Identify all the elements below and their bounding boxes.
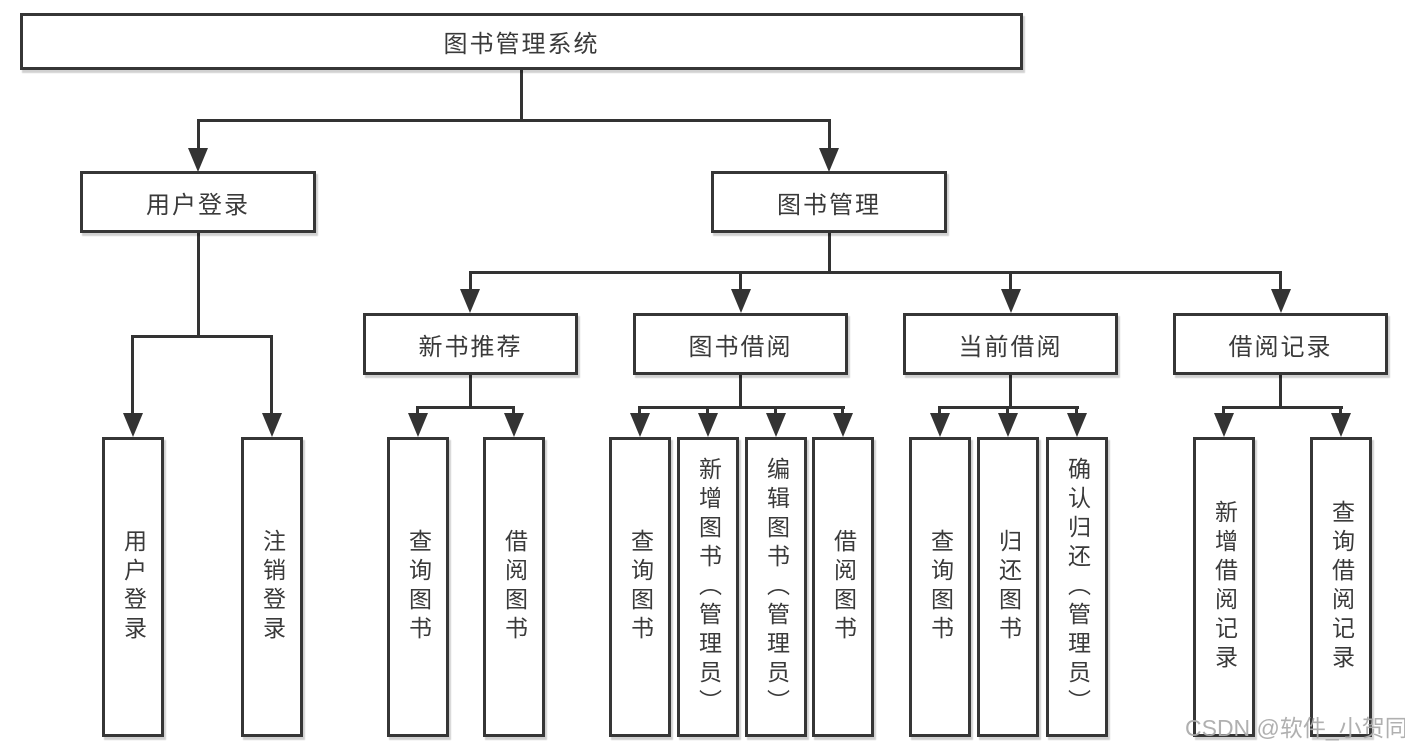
connector-line (706, 406, 709, 413)
node-label: 查询图书 (405, 529, 432, 645)
watermark: CSDN @软件_小贺同学 (1185, 715, 1405, 741)
node-label: 查询图书 (627, 529, 654, 645)
arrow-down-icon (460, 289, 480, 313)
node-label: 归还图书 (995, 529, 1022, 645)
arrow-down-icon (930, 413, 950, 437)
connector-line (197, 119, 831, 122)
connector-line (828, 119, 831, 148)
node-book-management: 图书管理 (711, 171, 947, 233)
node-label: 确认归还（管理员） (1064, 456, 1091, 718)
arrow-down-icon (630, 413, 650, 437)
arrow-down-icon (408, 413, 428, 437)
connector-line (416, 406, 514, 409)
arrow-down-icon (731, 289, 751, 313)
leaf-add-book-admin: 新增图书（管理员） (677, 437, 739, 737)
node-label: 图书管理系统 (443, 31, 600, 58)
connector-line (197, 233, 200, 335)
arrow-down-icon (698, 413, 718, 437)
connector-line (1222, 406, 1225, 413)
leaf-query-books-borrowing: 查询图书 (609, 437, 671, 737)
connector-line (469, 271, 472, 289)
connector-line (1279, 271, 1282, 289)
connector-line (638, 406, 641, 413)
connector-line (1006, 406, 1009, 413)
connector-line (270, 335, 273, 413)
connector-line (1222, 406, 1343, 409)
connector-line (1339, 406, 1342, 413)
node-label: 借阅图书 (501, 529, 528, 645)
node-label: 编辑图书（管理员） (763, 456, 790, 718)
connector-line (469, 271, 1282, 274)
connector-line (1009, 271, 1012, 289)
arrow-down-icon (1331, 413, 1351, 437)
connector-line (774, 406, 777, 413)
leaf-return-book: 归还图书 (977, 437, 1039, 737)
connector-line (739, 375, 742, 406)
arrow-down-icon (833, 413, 853, 437)
node-label: 注销登录 (259, 529, 286, 645)
node-label: 新增图书（管理员） (695, 456, 722, 718)
node-book-borrowing: 图书借阅 (633, 313, 848, 375)
node-root: 图书管理系统 (20, 13, 1023, 70)
node-new-book-recommend: 新书推荐 (363, 313, 578, 375)
arrow-down-icon (819, 148, 839, 172)
node-label: 用户登录 (120, 529, 147, 645)
leaf-add-borrow-record: 新增借阅记录 (1193, 437, 1255, 737)
leaf-confirm-return-admin: 确认归还（管理员） (1046, 437, 1108, 737)
node-label: 用户登录 (146, 191, 250, 219)
arrow-down-icon (766, 413, 786, 437)
leaf-user-login: 用户登录 (102, 437, 164, 737)
arrow-down-icon (1067, 413, 1087, 437)
node-current-borrowing: 当前借阅 (903, 313, 1118, 375)
leaf-query-borrow-record: 查询借阅记录 (1310, 437, 1372, 737)
arrow-down-icon (1001, 289, 1021, 313)
arrow-down-icon (1214, 413, 1234, 437)
connector-line (739, 271, 742, 289)
arrow-down-icon (262, 413, 282, 437)
connector-line (1279, 375, 1282, 406)
leaf-borrow-books-recommend: 借阅图书 (483, 437, 545, 737)
leaf-query-books-recommend: 查询图书 (387, 437, 449, 737)
leaf-borrow-books: 借阅图书 (812, 437, 874, 737)
leaf-query-books-current: 查询图书 (909, 437, 971, 737)
connector-line (1009, 375, 1012, 406)
node-label: 图书借阅 (688, 333, 793, 361)
connector-line (416, 406, 419, 413)
node-label: 当前借阅 (958, 333, 1063, 361)
node-label: 借阅图书 (830, 529, 857, 645)
node-user-login: 用户登录 (80, 171, 316, 233)
node-label: 新增借阅记录 (1211, 500, 1238, 674)
connector-line (512, 406, 515, 413)
connector-line (520, 70, 523, 119)
arrow-down-icon (1271, 289, 1291, 313)
node-label: 图书管理 (777, 191, 881, 219)
node-label: 新书推荐 (418, 333, 523, 361)
connector-line (841, 406, 844, 413)
connector-line (197, 119, 200, 148)
arrow-down-icon (998, 413, 1018, 437)
connector-line (638, 406, 845, 409)
node-label: 查询借阅记录 (1328, 500, 1355, 674)
connector-line (469, 375, 472, 406)
arrow-down-icon (504, 413, 524, 437)
connector-line (131, 335, 134, 413)
arrow-down-icon (188, 148, 208, 172)
connector-line (828, 233, 831, 271)
leaf-logout: 注销登录 (241, 437, 303, 737)
node-borrowing-records: 借阅记录 (1173, 313, 1388, 375)
connector-line (938, 406, 941, 413)
leaf-edit-book-admin: 编辑图书（管理员） (745, 437, 807, 737)
node-label: 查询图书 (927, 529, 954, 645)
connector-line (1075, 406, 1078, 413)
connector-line (131, 335, 272, 338)
arrow-down-icon (123, 413, 143, 437)
node-label: 借阅记录 (1228, 333, 1333, 361)
